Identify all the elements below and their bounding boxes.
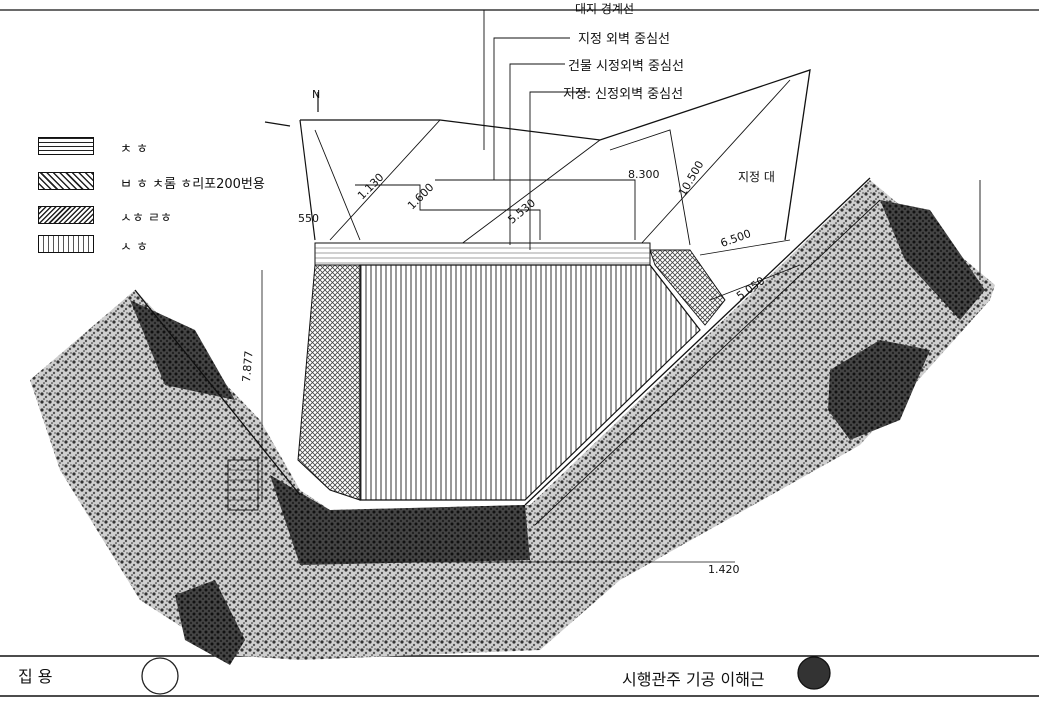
- dimension-8300: 8.300: [628, 168, 660, 181]
- upper-structure-1: [355, 184, 541, 240]
- leader-lines: [483, 9, 590, 250]
- legend-swatch-horizontal: [38, 137, 94, 155]
- label-wall-center-3: 지정. 신정외벽 중심선: [563, 87, 684, 102]
- label-wall-center-1: 지정 외벽 중심선: [578, 32, 670, 47]
- dark-terrain-patch-2: [175, 580, 245, 665]
- road-edge-right-inner: [534, 199, 881, 526]
- bottom-right-label: 시행관주 기공 이해근: [622, 670, 765, 689]
- north-mark-label: N: [312, 88, 321, 101]
- legend-label-3: ㅅㅎ ㄹㅎ: [120, 211, 172, 226]
- dimension-550: 550: [298, 212, 319, 225]
- stair-block: [227, 459, 259, 511]
- label-boundary: 대지 경계선: [575, 2, 635, 16]
- building-crosshatch-section: [297, 264, 361, 501]
- dark-terrain-patch-3: [828, 340, 930, 440]
- site-boundary: [300, 69, 811, 241]
- building-annex: [649, 249, 726, 326]
- label-wall-center-2: 건물 시정외벽 중심선: [568, 59, 684, 74]
- building-main-section: [359, 264, 701, 501]
- building-top-strip-hatch: [315, 247, 650, 264]
- dark-terrain-patch-4: [880, 200, 985, 320]
- dark-terrain-road: [270, 475, 530, 565]
- site-diagonal-2: [329, 119, 441, 241]
- bottom-left-label: 집 용: [18, 667, 53, 686]
- stair-steps: [228, 469, 258, 501]
- dimension-1420: 1.420: [708, 563, 740, 576]
- legend-label-1: ㅊ ㅎ: [120, 142, 149, 157]
- dimension-7877: 7.877: [239, 350, 256, 383]
- building-top-strip: [314, 242, 651, 266]
- legend-label-2: ㅂ ㅎ ㅊ롬 ㅎ리포200번용: [120, 177, 265, 192]
- site-diagonal-4: [639, 79, 791, 246]
- legend-swatch-cross: [38, 206, 94, 224]
- upper-structure-3: [609, 129, 691, 246]
- road-edge-left: [134, 289, 301, 496]
- site-diagonal-1: [314, 129, 361, 241]
- site-boundary-left: [299, 119, 316, 241]
- dimension-lines: [261, 239, 801, 563]
- legend-swatch-diagonal: [38, 172, 94, 190]
- upper-structure-2: [435, 179, 636, 240]
- seal-stamp-right: [797, 656, 831, 690]
- east-arrow-icon: [264, 121, 291, 127]
- terrain-area: [30, 180, 995, 660]
- legend-label-4: ㅅ ㅎ: [120, 240, 149, 255]
- site-note: 지정 대: [738, 170, 775, 184]
- road-edge-right: [524, 177, 871, 506]
- legend-swatch-vertical: [38, 235, 94, 253]
- seal-stamp-left: [141, 657, 179, 695]
